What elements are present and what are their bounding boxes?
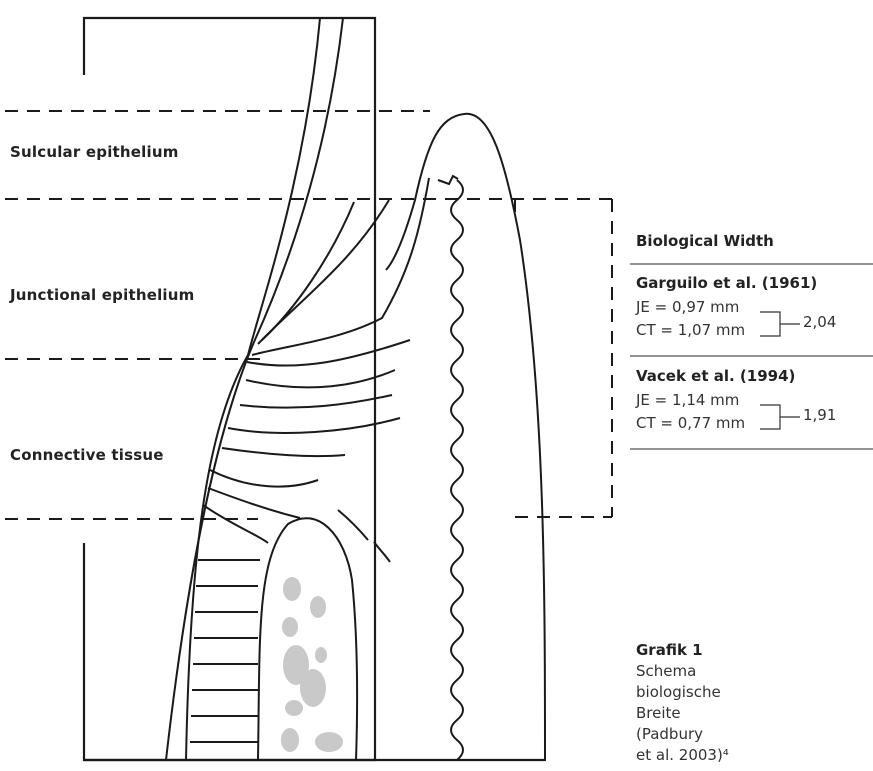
label-junctional-epithelium: Junctional epithelium <box>10 286 194 304</box>
connective-fibers <box>203 340 410 562</box>
rete-ridges-wave <box>451 180 463 760</box>
label-sulcular-epithelium: Sulcular epithelium <box>10 143 179 161</box>
caption-line: (Padbury <box>636 725 703 743</box>
tooth-crown-outline <box>84 18 375 760</box>
periodontal-fibers <box>190 560 260 742</box>
caption-line: et al. 2003)⁴ <box>636 746 729 764</box>
study-ct-vacek: CT = 0,77 mm <box>636 414 745 432</box>
study-ct-garguilo: CT = 1,07 mm <box>636 321 745 339</box>
caption-line: biologische <box>636 683 721 701</box>
study-total-vacek: 1,91 <box>803 406 836 424</box>
study-je-vacek: JE = 1,14 mm <box>636 391 739 409</box>
study-title-garguilo: Garguilo et al. (1961) <box>636 274 817 292</box>
study-je-garguilo: JE = 0,97 mm <box>636 298 739 316</box>
tooth-surface <box>166 18 343 760</box>
label-connective-tissue: Connective tissue <box>10 446 164 464</box>
study-total-garguilo: 2,04 <box>803 313 836 331</box>
caption-line: Breite <box>636 704 681 722</box>
alveolar-bone-outline <box>258 518 357 760</box>
study-title-vacek: Vacek et al. (1994) <box>636 367 795 385</box>
gingiva-outline <box>186 18 545 760</box>
epithelium-lines <box>252 176 458 355</box>
caption-line: Schema <box>636 662 696 680</box>
panel-title: Biological Width <box>636 232 774 250</box>
caption-title: Grafik 1 <box>636 641 703 659</box>
bone-trabeculae <box>281 577 343 752</box>
